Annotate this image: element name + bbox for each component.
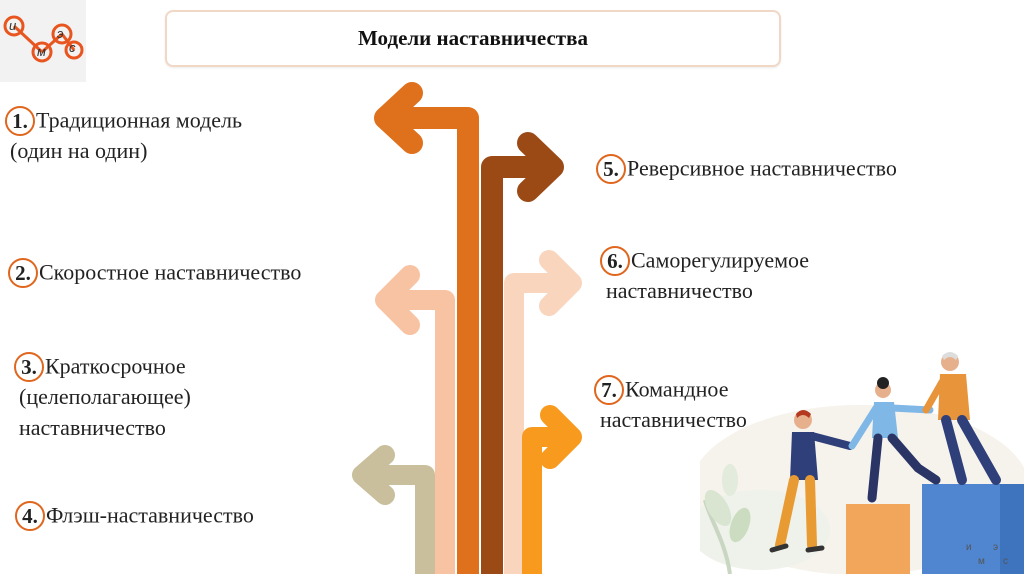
item-5-number: 5. [596, 153, 626, 184]
arrow-5-reverse-icon [481, 132, 564, 574]
logo-letter-3: м [37, 44, 46, 59]
company-logo: и э м с [0, 0, 86, 82]
person-left-icon [769, 410, 854, 553]
item-1: 1.Традиционная модель (один на один) [5, 104, 242, 167]
corner-logo-letter-3: м [978, 556, 985, 567]
item-4-label: Флэш-наставничество [46, 502, 254, 528]
item-3: 3.Краткосрочное (целеполагающее) наставн… [14, 350, 191, 444]
item-7: 7.Командное наставничество [594, 373, 747, 436]
molecule-logo-icon [3, 15, 84, 63]
person-middle-icon [848, 377, 941, 503]
item-1-label-line2: (один на один) [10, 138, 148, 164]
item-2-label: Скоростное наставничество [39, 259, 302, 285]
item-7-number: 7. [594, 374, 624, 405]
corner-logo-letter-4: с [1003, 556, 1008, 567]
item-1-number: 1. [5, 105, 35, 136]
arrow-6-self-regulated-icon [504, 250, 582, 574]
arrow-1-traditional-icon [374, 82, 479, 574]
title-box: Модели наставничества [165, 10, 781, 67]
logo-letter-1: и [9, 18, 17, 33]
arrow-7-team-icon [522, 405, 582, 574]
page-title: Модели наставничества [358, 26, 588, 50]
corner-logo-letter-2: э [993, 542, 999, 553]
item-3-label-line3: наставничество [19, 415, 166, 441]
person-right-icon [922, 352, 1001, 485]
item-6-number: 6. [600, 245, 630, 276]
item-1-label-line1: Традиционная модель [36, 107, 243, 133]
item-6: 6.Саморегулируемое наставничество [600, 244, 809, 307]
item-5: 5.Реверсивное наставничество [596, 152, 897, 184]
item-3-number: 3. [14, 351, 44, 382]
arrow-2-speed-icon [375, 265, 455, 574]
logo-letter-2: э [57, 26, 64, 41]
item-4: 4.Флэш-наставничество [15, 499, 254, 531]
item-4-number: 4. [15, 500, 45, 531]
item-7-label-line2: наставничество [600, 407, 747, 433]
item-5-label: Реверсивное наставничество [627, 155, 897, 181]
teamwork-illustration [700, 352, 1024, 574]
item-2: 2.Скоростное наставничество [8, 256, 301, 288]
item-6-label-line2: наставничество [606, 278, 753, 304]
item-6-label-line1: Саморегулируемое [631, 247, 810, 273]
corner-logo-letter-1: и [966, 542, 972, 553]
item-3-label-line1: Краткосрочное [45, 353, 186, 379]
logo-letter-4: с [69, 40, 76, 55]
plant-icon [703, 464, 751, 574]
item-7-label-line1: Командное [625, 376, 729, 402]
arrow-4-flash-icon [352, 445, 435, 574]
item-2-number: 2. [8, 257, 38, 288]
item-3-label-line2: (целеполагающее) [19, 384, 191, 410]
